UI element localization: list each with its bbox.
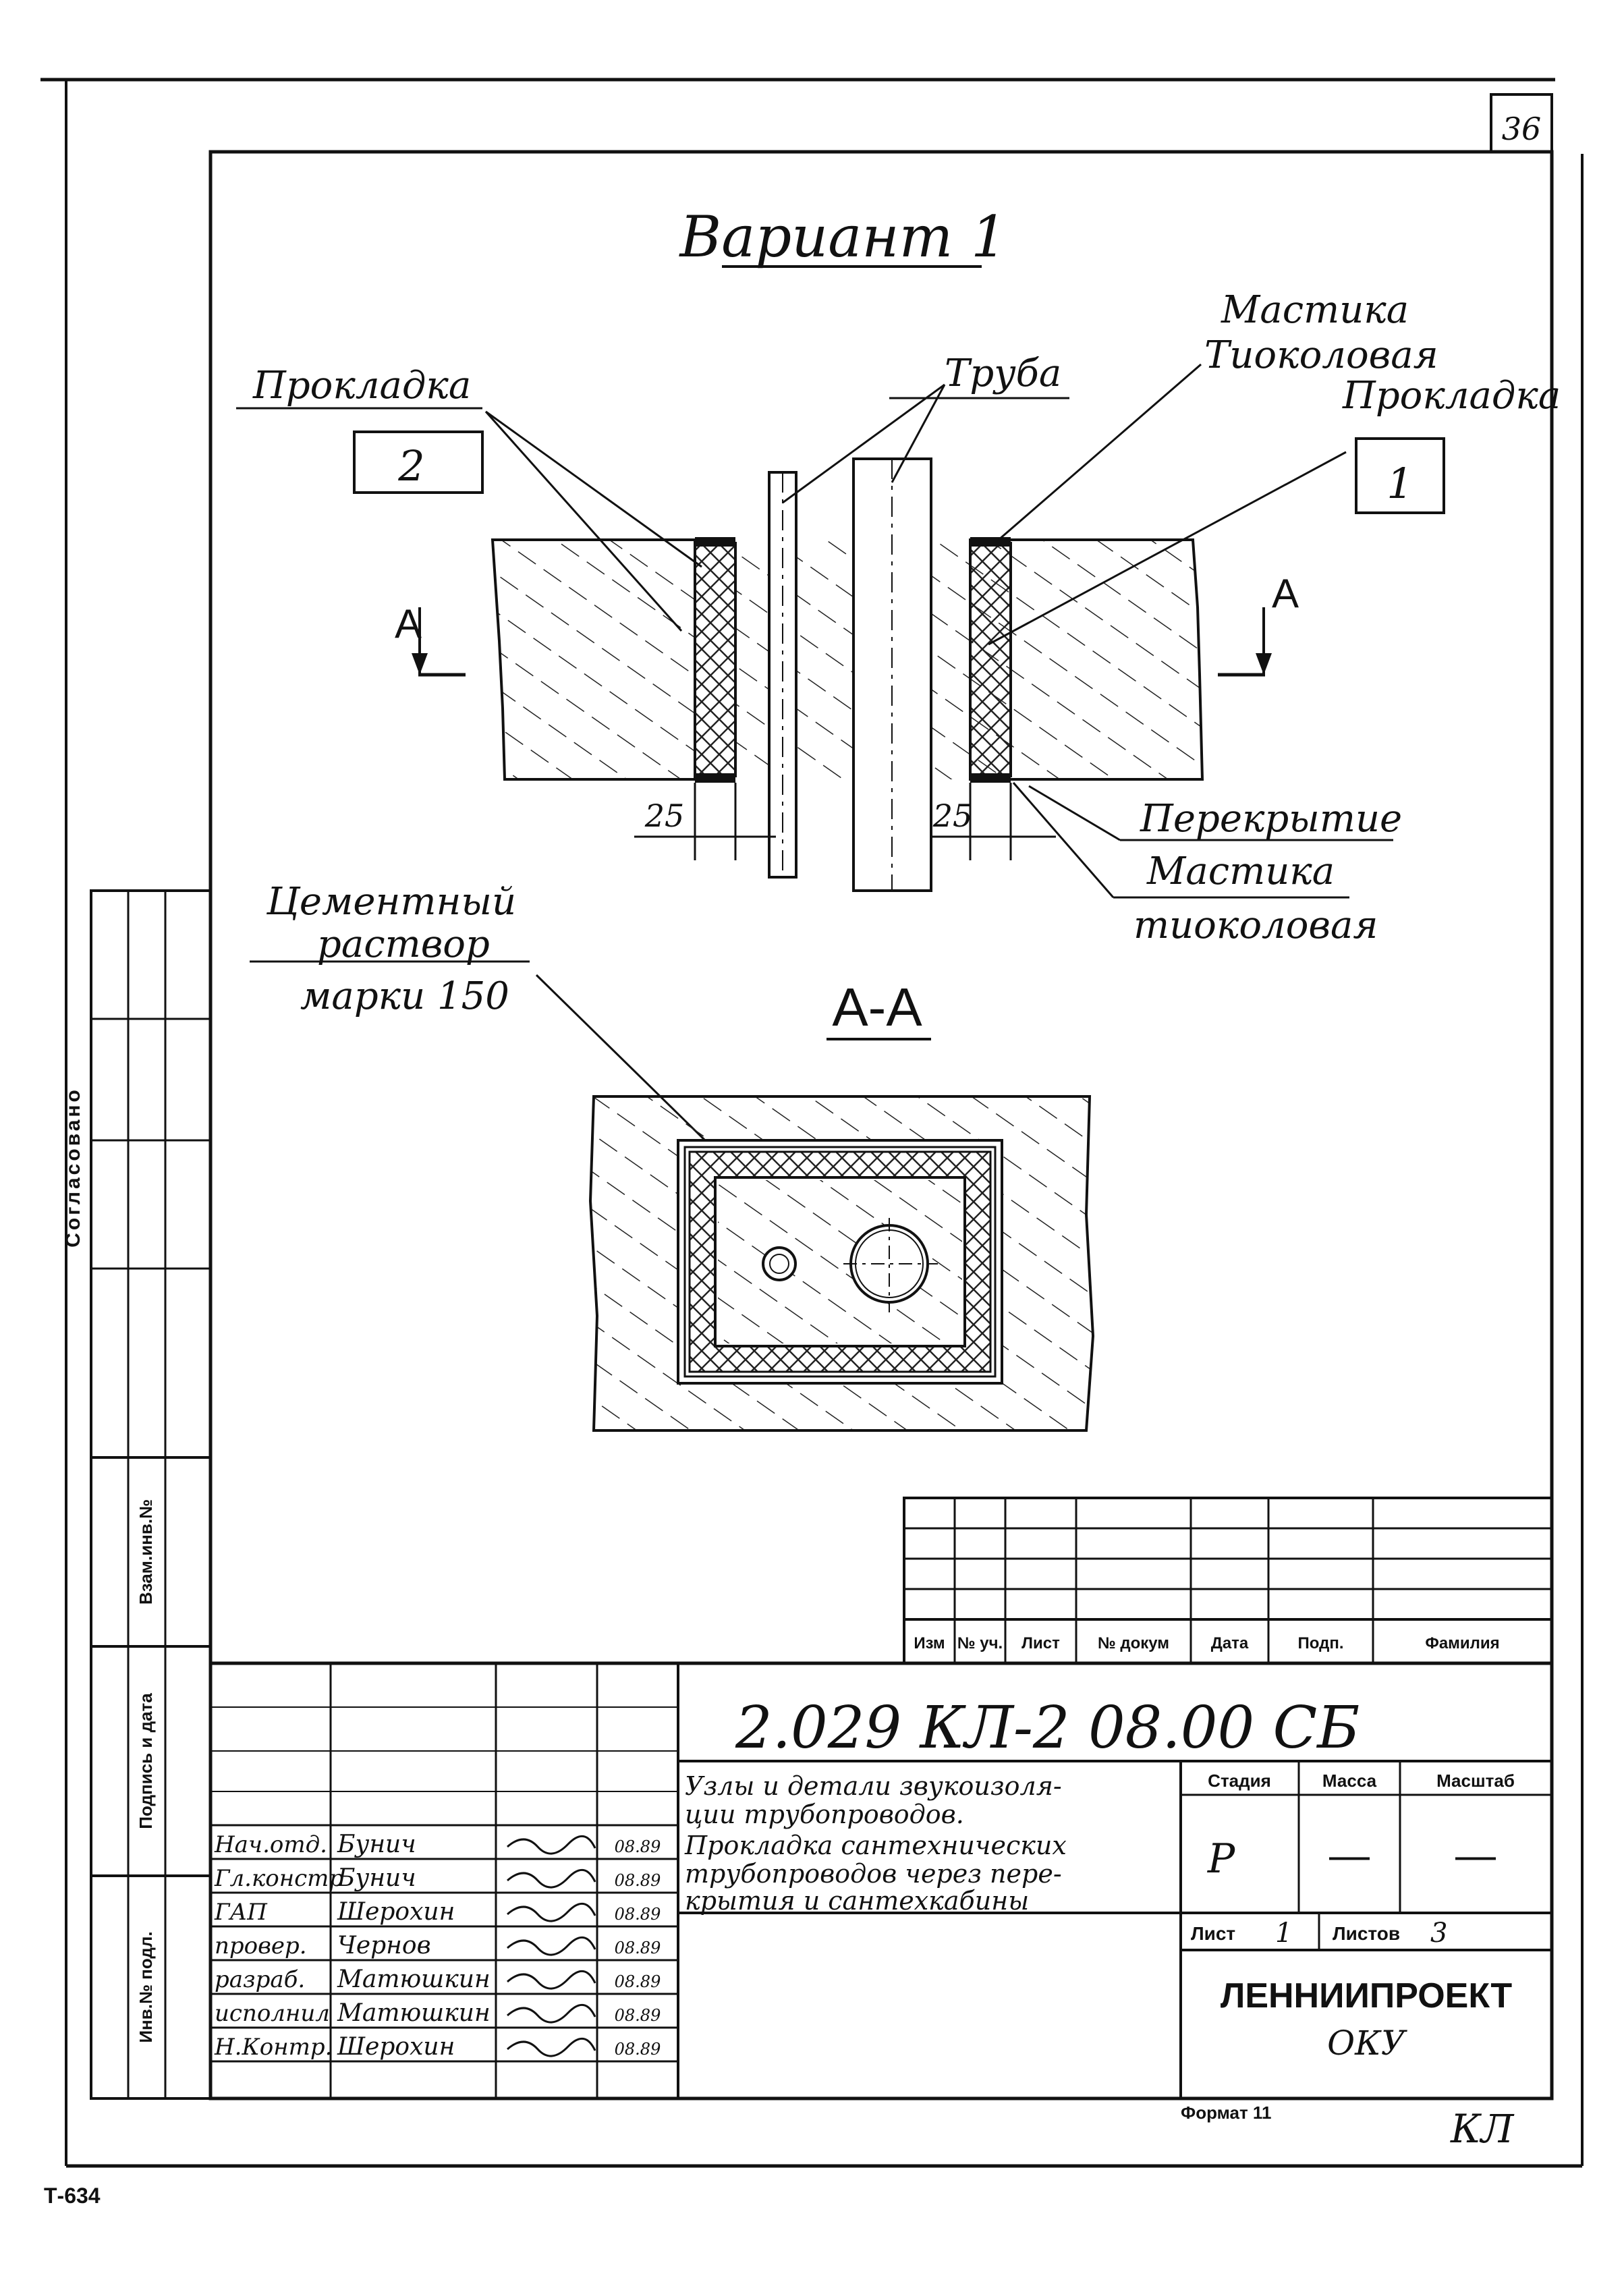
label-mastic-bottom-1: Мастика bbox=[1146, 850, 1335, 893]
label-mortar-1: Цементный bbox=[266, 880, 516, 924]
side-stamp bbox=[90, 889, 212, 2100]
cut-mark-left: А bbox=[395, 601, 422, 646]
label-mortar-3: марки 150 bbox=[300, 974, 509, 1018]
desc-line-5: крытия и сантехкабины bbox=[685, 1886, 1029, 1916]
signature-name: Шерохин bbox=[337, 2033, 455, 2061]
handwritten-signature bbox=[507, 1869, 596, 1889]
label-gasket-left: Прокладка bbox=[252, 364, 471, 408]
signature-role: Н.Контр. bbox=[214, 2034, 332, 2061]
signature-role: исполнил bbox=[215, 2000, 330, 2027]
signature-date: 08.89 bbox=[615, 2006, 661, 2025]
signature-date: 08.89 bbox=[615, 2040, 661, 2059]
signature-role: ГАП bbox=[214, 1899, 268, 1926]
signature-date: 08.89 bbox=[615, 1871, 661, 1890]
signature-role: разраб. bbox=[215, 1966, 305, 1993]
signature-name: Бунич bbox=[337, 1831, 416, 1858]
sheet-number: 36 bbox=[1502, 111, 1542, 147]
mastic-bottom-left bbox=[695, 773, 735, 783]
label-gasket-left-pos: 2 bbox=[397, 441, 424, 491]
mastic-top-right bbox=[970, 537, 1011, 547]
dimension-right: 25 bbox=[932, 798, 973, 834]
handwritten-signature bbox=[507, 1835, 596, 1855]
organization-name: ЛЕННИИПРОЕКТ bbox=[1221, 1976, 1513, 2015]
cut-mark-right: А bbox=[1272, 571, 1299, 616]
stamp-orig-inv: Инв.№ подл. bbox=[136, 1931, 156, 2042]
label-mortar-2: раствор bbox=[317, 922, 490, 966]
label-gasket-right-pos: 1 bbox=[1387, 459, 1413, 508]
mass-value: — bbox=[1329, 1833, 1370, 1878]
signature-role: Нач.отд. bbox=[214, 1831, 327, 1858]
dimension-marks bbox=[634, 783, 1056, 860]
title-block bbox=[208, 1661, 1554, 2100]
sheet-value: 1 bbox=[1275, 1918, 1292, 1949]
sheets-value: 3 bbox=[1430, 1918, 1447, 1949]
label-gasket-right: Прокладка bbox=[1342, 374, 1561, 418]
desc-line-2: ции трубопроводов. bbox=[685, 1800, 964, 1829]
gasket-1 bbox=[969, 542, 1012, 777]
label-mastic-bottom-2: тиоколовая bbox=[1133, 903, 1378, 947]
stamp-agreed: Согласовано bbox=[62, 1087, 84, 1248]
desc-line-3: Прокладка сантехнических bbox=[684, 1831, 1067, 1860]
signature-name: Бунич bbox=[337, 1864, 416, 1892]
signature-role: Гл.констр bbox=[214, 1865, 343, 1892]
signature-date: 08.89 bbox=[615, 1972, 661, 1991]
mastic-bottom-right bbox=[970, 773, 1011, 783]
handwritten-signature bbox=[507, 1903, 596, 1922]
dimension-left: 25 bbox=[644, 798, 685, 834]
mass-header: Масса bbox=[1322, 1771, 1377, 1791]
mastic-top-left bbox=[695, 537, 735, 547]
stamp-replace-inv: Взам.инв.№ bbox=[136, 1499, 156, 1605]
signature-date: 08.89 bbox=[615, 1837, 661, 1856]
section-label: А-А bbox=[832, 977, 922, 1037]
signature-date: 08.89 bbox=[615, 1939, 661, 1957]
stamp-sign-date: Подпись и дата bbox=[136, 1693, 156, 1829]
stage-header: Стадия bbox=[1208, 1771, 1271, 1791]
revision-headers: Изм № уч. Лист № докум Дата Подп. Фамилия bbox=[914, 1634, 1499, 1652]
signature-name: Матюшкин bbox=[337, 1966, 491, 1993]
signature-name: Шерохин bbox=[337, 1898, 455, 1926]
scale-value: — bbox=[1455, 1833, 1496, 1878]
signature-name: Матюшкин bbox=[337, 1999, 491, 2027]
sheets-label: Листов bbox=[1333, 1923, 1400, 1944]
format-label: Формат 11 bbox=[1181, 2103, 1271, 2123]
section-view bbox=[588, 1095, 1095, 1432]
corner-code: Т-634 bbox=[44, 2183, 101, 2208]
variant-title: Вариант 1 bbox=[679, 204, 1007, 270]
revision-header: Изм bbox=[914, 1634, 945, 1652]
desc-line-4: трубопроводов через пере- bbox=[685, 1859, 1062, 1889]
desc-line-1: Узлы и детали звукоизоля- bbox=[685, 1771, 1062, 1801]
scale-header: Масштаб bbox=[1436, 1771, 1515, 1791]
gasket-2 bbox=[694, 542, 737, 777]
sheet-label: Лист bbox=[1191, 1923, 1235, 1944]
label-slab: Перекрытие bbox=[1140, 797, 1402, 841]
revision-header: Лист bbox=[1021, 1634, 1060, 1652]
signature-role: провер. bbox=[215, 1932, 307, 1959]
section-small-pipe bbox=[762, 1246, 797, 1281]
document-code: 2.029 КЛ-2 08.00 СБ bbox=[735, 1694, 1360, 1762]
revision-header: № уч. bbox=[957, 1634, 1003, 1652]
label-mastic-top-1: Мастика bbox=[1221, 288, 1409, 332]
revision-header: Фамилия bbox=[1425, 1634, 1499, 1652]
handwritten-signature bbox=[507, 1937, 596, 1956]
stage-value: Р bbox=[1207, 1835, 1236, 1883]
sheet-mark: КЛ bbox=[1450, 2106, 1515, 2152]
revision-header: Подп. bbox=[1298, 1634, 1344, 1652]
handwritten-signature bbox=[507, 2004, 596, 2024]
handwritten-signature bbox=[507, 2038, 596, 2057]
label-pipe: Труба bbox=[945, 352, 1061, 395]
leader-lines bbox=[236, 363, 1393, 1142]
handwritten-signature bbox=[507, 1970, 596, 1990]
elevation-view bbox=[491, 457, 1204, 892]
label-mastic-top-2: Тиоколовая bbox=[1204, 333, 1438, 377]
revision-header: № докум bbox=[1098, 1634, 1169, 1652]
slab-left bbox=[491, 538, 696, 781]
signature-name: Чернов bbox=[337, 1932, 431, 1959]
organization-dept: ОКУ bbox=[1327, 2024, 1408, 2063]
signature-date: 08.89 bbox=[615, 1905, 661, 1924]
revision-header: Дата bbox=[1211, 1634, 1249, 1652]
